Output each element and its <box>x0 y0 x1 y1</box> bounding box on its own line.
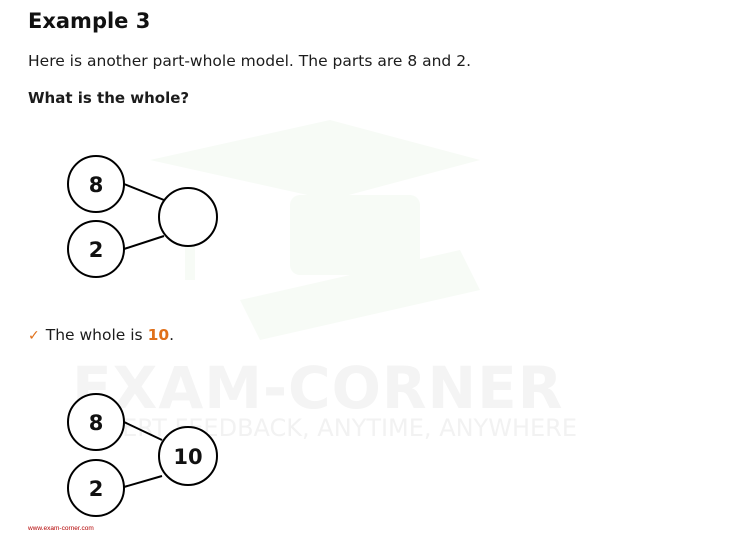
part-b-value: 2 <box>89 238 104 262</box>
example-title: Example 3 <box>28 9 151 33</box>
part-whole-model-answer: 8 2 10 <box>67 393 218 517</box>
answer-value: 10 <box>147 326 170 344</box>
answer-prefix: The whole is <box>45 326 148 344</box>
part-circle <box>67 155 125 213</box>
footer-url[interactable]: www.exam-corner.com <box>28 525 94 532</box>
answer-line: ✓ The whole is 10. <box>28 326 174 344</box>
question-text: What is the whole? <box>28 89 190 107</box>
whole-value: 10 <box>173 445 202 469</box>
part-b-value: 2 <box>89 477 104 501</box>
answer-suffix: . <box>169 326 175 344</box>
whole-circle <box>158 426 218 486</box>
part-circle <box>67 220 125 278</box>
part-circle <box>67 459 125 517</box>
whole-circle <box>158 187 218 247</box>
part-circle <box>67 393 125 451</box>
check-icon: ✓ <box>28 328 40 344</box>
part-whole-model-question: 8 2 <box>67 155 218 278</box>
part-a-value: 8 <box>89 411 104 435</box>
intro-text: Here is another part-whole model. The pa… <box>28 52 471 70</box>
part-a-value: 8 <box>89 173 104 197</box>
